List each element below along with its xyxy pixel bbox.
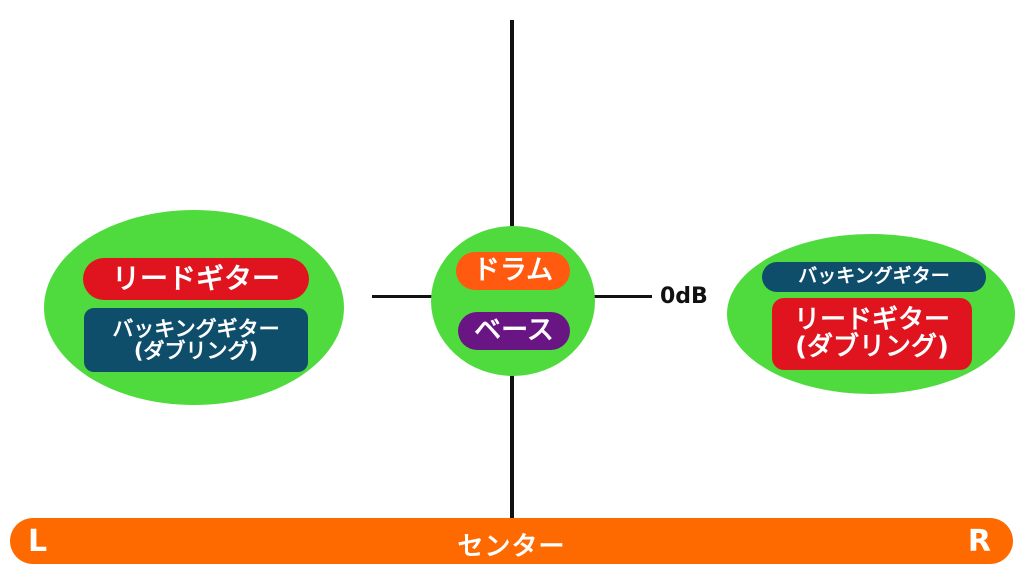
right-backing-guitar-pill: バッキングギター — [762, 262, 986, 292]
pan-left-label: L — [28, 524, 48, 559]
horizontal-axis-right — [592, 295, 652, 298]
right-lead-guitar-label: リードギター — [793, 304, 950, 335]
vertical-axis-bottom — [510, 365, 514, 520]
left-backing-guitar-pill: バッキングギター (ダブリング) — [84, 308, 308, 372]
pan-right-label: R — [967, 524, 991, 559]
bass-label: ベース — [474, 314, 554, 346]
pan-bar: L センター R — [10, 518, 1013, 564]
right-lead-doubling-label: (ダブリング) — [795, 332, 949, 362]
drums-label: ドラム — [472, 254, 554, 286]
horizontal-axis-left — [372, 295, 434, 298]
left-backing-guitar-label: バッキングギター — [112, 316, 280, 341]
left-lead-guitar-pill: リードギター — [83, 258, 309, 300]
left-backing-doubling-label: (ダブリング) — [133, 339, 259, 363]
level-label: 0dB — [660, 284, 708, 309]
vertical-axis-top — [510, 20, 514, 230]
bass-pill: ベース — [458, 312, 570, 350]
pan-center-label: センター — [457, 532, 566, 562]
left-ellipse — [44, 210, 344, 405]
left-lead-guitar-label: リードギター — [111, 262, 280, 296]
drums-pill: ドラム — [456, 252, 570, 290]
center-circle — [431, 226, 595, 376]
right-lead-guitar-pill: リードギター (ダブリング) — [772, 298, 972, 370]
right-backing-guitar-label: バッキングギター — [798, 265, 950, 288]
